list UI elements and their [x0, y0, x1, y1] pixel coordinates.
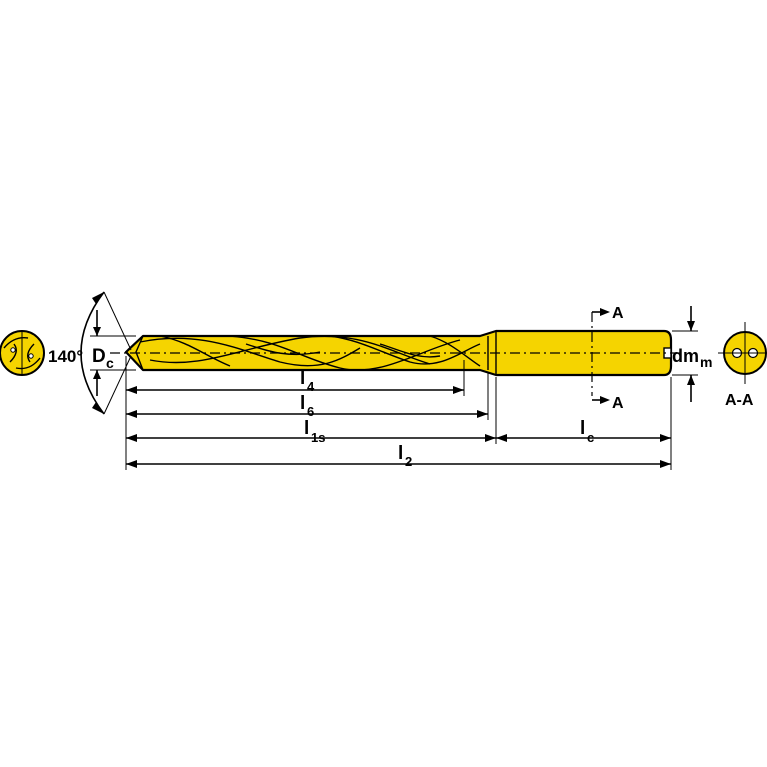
section-view	[718, 322, 767, 384]
drill-body	[110, 329, 680, 377]
l4-label-sub: 4	[307, 379, 315, 394]
dmm-dimension	[672, 306, 698, 402]
extension-lines	[125, 356, 672, 470]
section-cut-line	[591, 308, 610, 404]
section-marker-bottom: A	[612, 395, 624, 412]
l6-label-sub: 6	[307, 404, 314, 419]
point-angle-dimension	[80, 291, 136, 415]
lc-label: l	[580, 418, 585, 439]
l2-label: l	[398, 443, 403, 464]
section-marker-top: A	[612, 305, 624, 322]
l1s-label-sub: 1s	[311, 430, 325, 445]
l6-label: l	[300, 393, 305, 414]
l4-label: l	[300, 368, 305, 389]
section-title: A-A	[725, 392, 754, 409]
dc-label: D	[92, 346, 106, 367]
dc-label-sub: c	[106, 355, 114, 371]
dmm-label-sub: m	[700, 354, 712, 370]
flute-helix	[139, 335, 481, 371]
dmm-label: dm	[672, 346, 699, 366]
l6-dimension	[126, 410, 488, 418]
point-angle-label: 140°	[48, 347, 83, 366]
tip-end-view	[0, 330, 45, 376]
lc-label-sub: c	[587, 430, 594, 445]
lc-dimension	[496, 434, 671, 442]
l1s-label: l	[304, 418, 309, 439]
l2-label-sub: 2	[405, 454, 412, 469]
l1s-dimension	[126, 434, 496, 442]
l4-dimension	[126, 386, 464, 394]
l2-dimension	[126, 460, 671, 468]
